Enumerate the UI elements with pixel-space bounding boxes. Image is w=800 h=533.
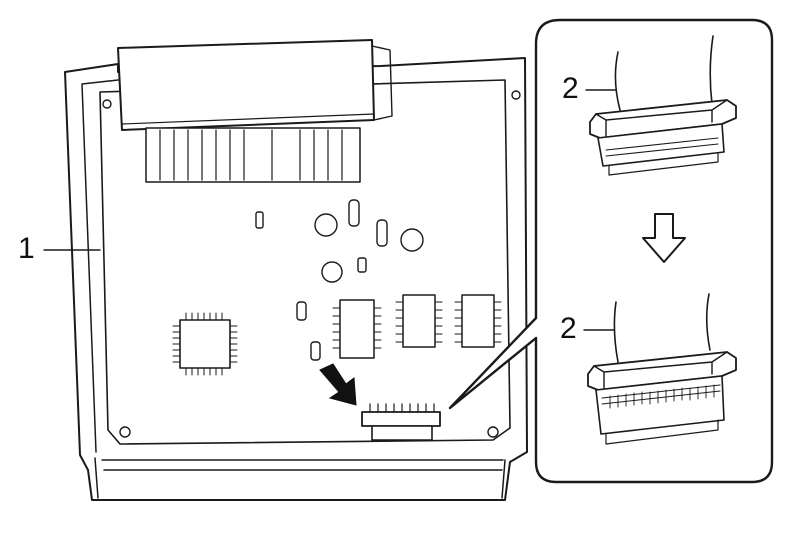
callout-label-1: 1 [18,232,35,265]
board-connector [361,403,441,441]
outline-down-arrow-icon [642,213,686,263]
small-components [255,199,424,361]
pin-header [145,127,361,183]
housing [64,57,528,501]
leader-lines [43,89,617,331]
top-module [117,39,393,131]
black-arrow-icon [319,363,357,406]
pcb-board [99,79,521,445]
soic-chips [332,294,502,359]
connector-after [587,293,737,445]
qfp-chip [172,312,238,376]
callout-label-2-after: 2 [560,312,577,345]
callout-label-2-before: 2 [562,72,579,105]
connector-before [589,35,737,176]
